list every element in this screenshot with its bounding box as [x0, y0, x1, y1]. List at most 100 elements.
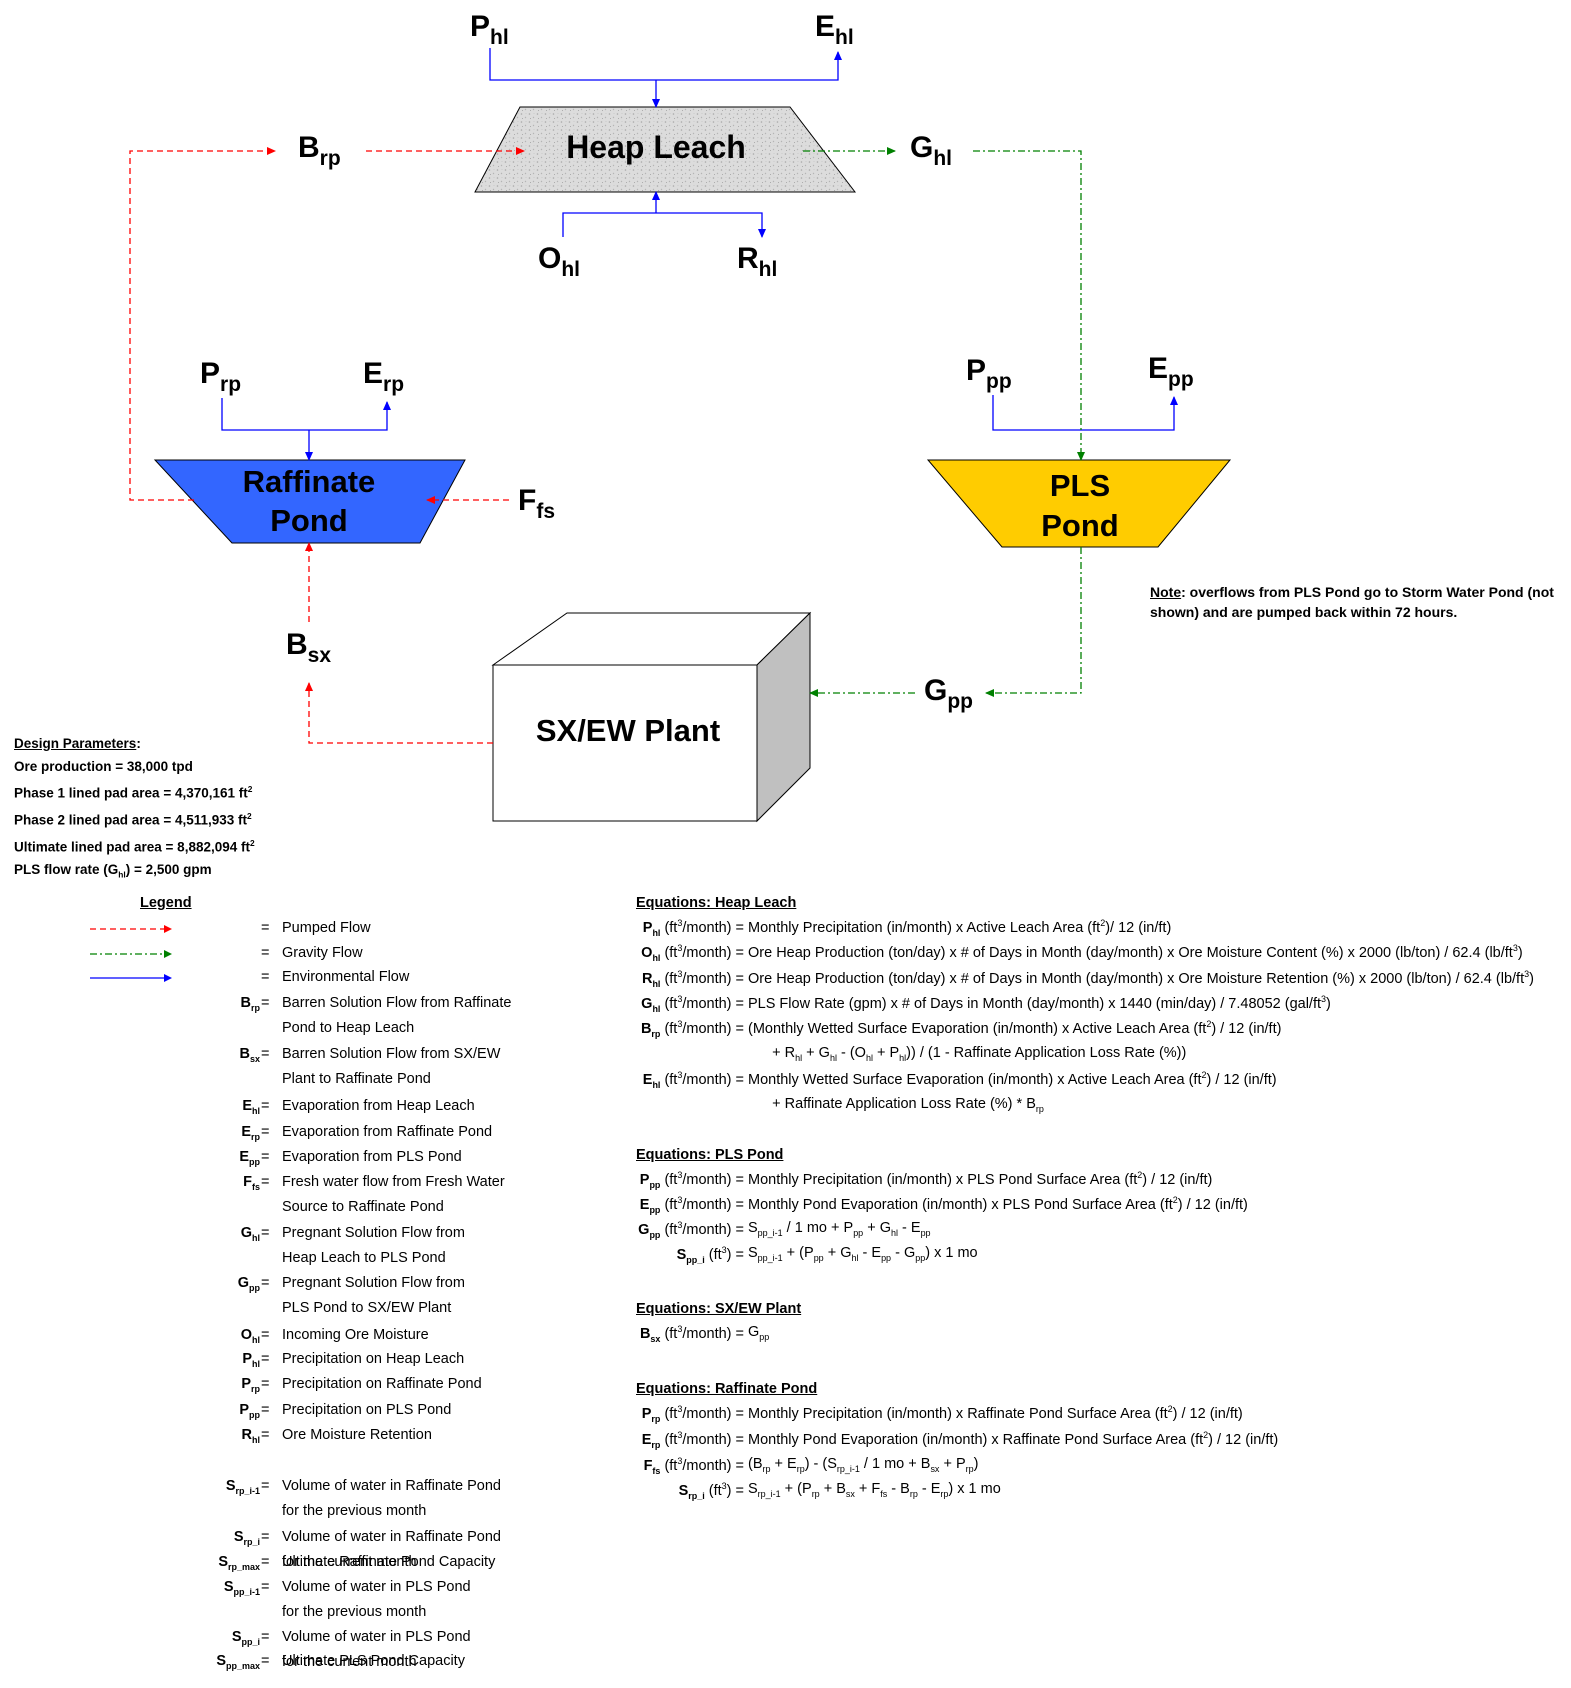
legend-symbol: Spp_i-1 — [223, 1579, 260, 1597]
label-r-hl: Rhl — [737, 242, 777, 281]
legend-desc-continued: Pond to Heap Leach — [282, 1020, 415, 1036]
legend-desc: Volume of water in PLS Pond — [282, 1579, 471, 1595]
heap-leach-label: Heap Leach — [566, 129, 746, 165]
legend-symbol: Srp_max — [218, 1554, 260, 1572]
pls-pond-shape — [926, 459, 1232, 548]
sxew-plant-label: SX/EW Plant — [536, 713, 720, 748]
equation-rhs: Ore Heap Production (ton/day) x # of Day… — [748, 943, 1523, 961]
equation-rhs: + Raffinate Application Loss Rate (%) * … — [748, 1096, 1044, 1114]
legend-desc: Incoming Ore Moisture — [282, 1327, 429, 1343]
legend-symbol: Ohl — [240, 1327, 260, 1345]
legend-desc: Ultimate PLS Pond Capacity — [282, 1653, 465, 1669]
equation-lhs: Bsx (ft3/month) = — [639, 1324, 744, 1344]
phase2-area: Phase 2 lined pad area = 4,511,933 ft2 — [14, 811, 252, 828]
legend-equals: = — [261, 1046, 270, 1062]
legend-desc-continued: for the previous month — [282, 1604, 427, 1620]
equation-lhs: Prp (ft3/month) = — [641, 1404, 744, 1424]
equation-rhs: Monthly Precipitation (in/month) x Activ… — [748, 918, 1172, 936]
sxew-plant-box — [491, 611, 812, 823]
equation-section-title: Equations: Heap Leach — [636, 895, 797, 911]
legend-line-swatch — [90, 925, 172, 933]
equation-rhs: Monthly Wetted Surface Evaporation (in/m… — [748, 1070, 1277, 1088]
pls-pond-label-2: Pond — [1041, 508, 1119, 543]
gravity-flows — [803, 147, 1085, 697]
equation-rhs: (Monthly Wetted Surface Evaporation (in/… — [748, 1019, 1282, 1037]
design-parameters-title: Design Parameters — [14, 736, 137, 751]
heap-leach-shape — [474, 106, 857, 193]
equation-section-title: Equations: PLS Pond — [636, 1147, 784, 1163]
legend-equals: = — [261, 1351, 270, 1367]
equation-rhs: Monthly Precipitation (in/month) x PLS P… — [748, 1170, 1213, 1188]
legend-line-swatch — [90, 950, 172, 958]
label-f-fs: Ffs — [518, 484, 555, 523]
flow-labels: Phl Ehl Brp Ghl Ohl Rhl Prp Erp Ppp Epp … — [200, 10, 1194, 713]
legend-symbol: Srp_i-1 — [225, 1478, 260, 1496]
legend-desc: Evaporation from Raffinate Pond — [282, 1124, 493, 1140]
legend-symbol: Spp_max — [216, 1653, 260, 1671]
legend-desc: Barren Solution Flow from SX/EW — [282, 1046, 501, 1062]
legend-line-swatch — [90, 974, 172, 982]
legend-equals: = — [261, 1098, 270, 1114]
legend-equals: = — [261, 1376, 270, 1392]
legend-equals: = — [261, 1174, 270, 1190]
legend-desc-continued: for the previous month — [282, 1503, 427, 1519]
equation-lhs: Srp_i (ft3) = — [678, 1481, 744, 1501]
label-e-hl: Ehl — [815, 10, 854, 49]
legend-desc: Fresh water flow from Fresh Water — [282, 1174, 505, 1190]
legend-symbol: Spp_i — [231, 1629, 260, 1647]
legend-equals: = — [261, 1478, 270, 1494]
equation-section-title: Equations: Raffinate Pond — [636, 1381, 818, 1397]
label-p-hl: Phl — [470, 10, 509, 49]
legend-desc: Pregnant Solution Flow from — [282, 1225, 465, 1241]
legend-equals: = — [261, 1653, 270, 1669]
label-b-rp: Brp — [298, 131, 341, 170]
legend-desc: Ore Moisture Retention — [282, 1427, 432, 1443]
label-g-hl: Ghl — [910, 131, 952, 170]
legend-desc-continued: for the current month — [282, 1654, 417, 1670]
legend-equals: = — [261, 1554, 270, 1570]
legend-symbol: Bsx — [239, 1046, 260, 1064]
label-p-rp: Prp — [200, 357, 241, 396]
legend-flow-desc: Gravity Flow — [282, 945, 363, 961]
equation-rhs: + Rhl + Ghl - (Ohl + Phl)) / (1 - Raffin… — [748, 1045, 1187, 1063]
legend-desc: Precipitation on PLS Pond — [282, 1402, 452, 1418]
raffinate-pond-label-2: Pond — [270, 503, 348, 538]
equation-rhs: PLS Flow Rate (gpm) x # of Days in Month… — [748, 994, 1331, 1012]
equation-rhs: Ore Heap Production (ton/day) x # of Day… — [748, 969, 1534, 987]
legend-desc: Precipitation on Raffinate Pond — [282, 1376, 482, 1392]
equation-lhs: Ehl (ft3/month) = — [642, 1070, 744, 1090]
legend-equals: = — [261, 1327, 270, 1343]
legend-symbol: Rhl — [241, 1427, 260, 1445]
legend-desc-continued: Heap Leach to PLS Pond — [282, 1250, 446, 1266]
legend-desc: Evaporation from PLS Pond — [282, 1149, 462, 1165]
equation-lhs: Ghl (ft3/month) = — [641, 994, 744, 1014]
ore-production: Ore production = 38,000 tpd — [14, 758, 193, 774]
note-text: : overflows from PLS Pond go to Storm Wa… — [1150, 584, 1554, 620]
legend-flow-desc: Pumped Flow — [282, 920, 371, 936]
legend-desc: Pregnant Solution Flow from — [282, 1275, 465, 1291]
legend-desc: Ultimate Raffinate Pond Capacity — [282, 1554, 496, 1570]
legend-desc-continued: for the current month — [282, 1554, 417, 1570]
equation-rhs: (Brp + Erp) - (Srp_i-1 / 1 mo + Bsx + Pr… — [748, 1456, 979, 1474]
equation-lhs: Gpp (ft3/month) = — [638, 1220, 744, 1240]
raffinate-pond-label-1: Raffinate — [243, 464, 376, 499]
label-b-sx: Bsx — [286, 628, 331, 667]
legend-equals: = — [261, 1402, 270, 1418]
legend-symbol: Phl — [242, 1351, 260, 1369]
legend-equals: = — [261, 945, 270, 961]
legend-symbol: Ppp — [239, 1402, 260, 1420]
label-g-pp: Gpp — [924, 674, 973, 713]
legend-desc: Volume of water in Raffinate Pond — [282, 1478, 501, 1494]
label-o-hl: Ohl — [538, 242, 580, 281]
equation-lhs: Brp (ft3/month) = — [640, 1019, 744, 1039]
legend-desc: Volume of water in Raffinate Pond — [282, 1529, 501, 1545]
equation-lhs: Ffs (ft3/month) = — [643, 1456, 744, 1476]
legend-desc: Volume of water in PLS Pond — [282, 1629, 471, 1645]
legend-equals: = — [261, 1275, 270, 1291]
legend-equals: = — [261, 1629, 270, 1645]
equation-lhs: Erp (ft3/month) = — [641, 1430, 744, 1450]
pumped-flows — [129, 147, 525, 744]
raffinate-pond-shape — [153, 459, 466, 544]
legend-symbol: Epp — [239, 1149, 260, 1167]
overflow-note: Note: overflows from PLS Pond go to Stor… — [1150, 582, 1570, 622]
